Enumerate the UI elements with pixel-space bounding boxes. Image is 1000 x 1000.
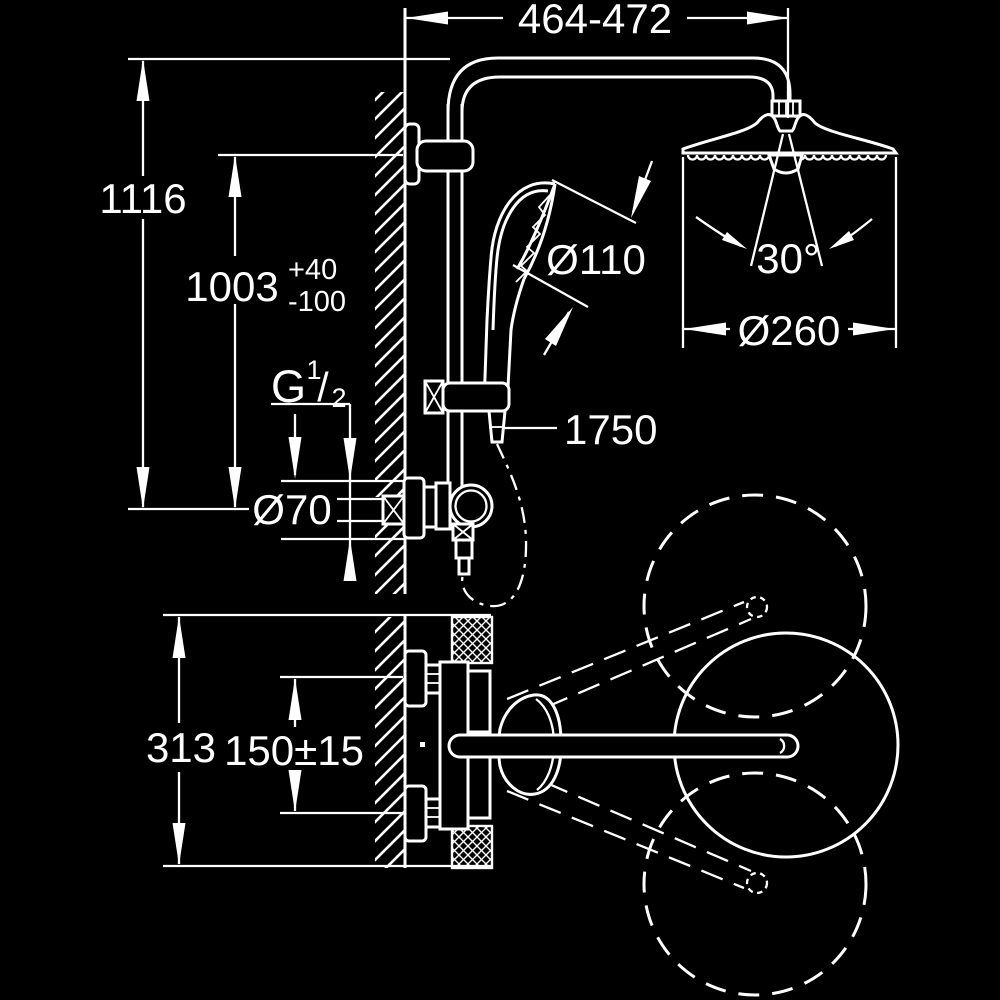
centerline-dot (420, 742, 425, 747)
hand-shower (482, 181, 557, 407)
dim-height-total: 1116 (99, 57, 450, 511)
dim-label-head-dia: Ø260 (738, 307, 841, 354)
dim-label-height-adjust: 1003 (185, 263, 278, 310)
escutcheon-top (450, 615, 494, 665)
dim-height-adjust: 1003 +40 -100 (185, 153, 403, 509)
swivel-arm-dashed-lower (506, 767, 769, 895)
dim-label-height-total: 1116 (99, 175, 186, 222)
dim-label-thread-g: G (271, 361, 306, 412)
dim-hose-length: 1750 (504, 406, 657, 453)
escutcheon-bottom (450, 824, 494, 870)
hand-shower-holder (423, 379, 511, 444)
head-shower-dome (681, 113, 899, 155)
dim-top-width: 464-472 (406, 0, 790, 118)
section-view (375, 493, 900, 997)
dim-head-dia: Ø260 (681, 157, 898, 354)
swivel-arm-solid (447, 733, 800, 759)
diverter-valve (402, 476, 494, 576)
dim-label-thread-slash: / (317, 364, 329, 410)
dim-label-hose-len: 1750 (564, 406, 657, 453)
wall-bracket (403, 122, 475, 186)
dim-swivel-angle: 30° (695, 133, 873, 282)
dim-section-height: 313 (146, 613, 491, 868)
swivel-range-upper-circle (642, 493, 868, 719)
head-shower (681, 99, 899, 175)
valve-wall-flange (402, 476, 426, 540)
dim-label-tol-plus: +40 (288, 254, 337, 286)
dim-port-spacing: 150±15 (224, 675, 403, 815)
inlet-pipe (337, 494, 406, 526)
shower-hose (461, 443, 528, 608)
dim-label-swivel-angle: 30° (756, 235, 820, 282)
dim-label-tol-minus: -100 (288, 286, 346, 318)
dim-label-flange-dia: Ø70 (252, 486, 331, 533)
swivel-range-lower-circle (642, 771, 868, 997)
dim-label-port-spacing: 150±15 (224, 727, 364, 774)
wall-hatch-section (375, 617, 405, 868)
dim-label-hand-dia: Ø110 (546, 236, 646, 283)
dim-label-top-width: 464-472 (518, 0, 672, 42)
supply-flange-bottom (403, 784, 428, 843)
dim-label-thread-num: 1 (306, 355, 321, 385)
dim-label-section-height: 313 (146, 724, 216, 771)
shower-arm-outer (446, 56, 792, 113)
spray-face-hatch (515, 194, 551, 283)
dimensions: 464-472 1116 1003 +40 -100 (99, 0, 898, 868)
shower-arm-inner (460, 75, 775, 113)
dim-label-thread-den: 2 (331, 383, 346, 413)
supply-flange-top (403, 649, 428, 708)
dim-thread-flange: G 1 / 2 Ø70 (252, 355, 404, 581)
dim-hand-shower: Ø110 (512, 160, 654, 356)
